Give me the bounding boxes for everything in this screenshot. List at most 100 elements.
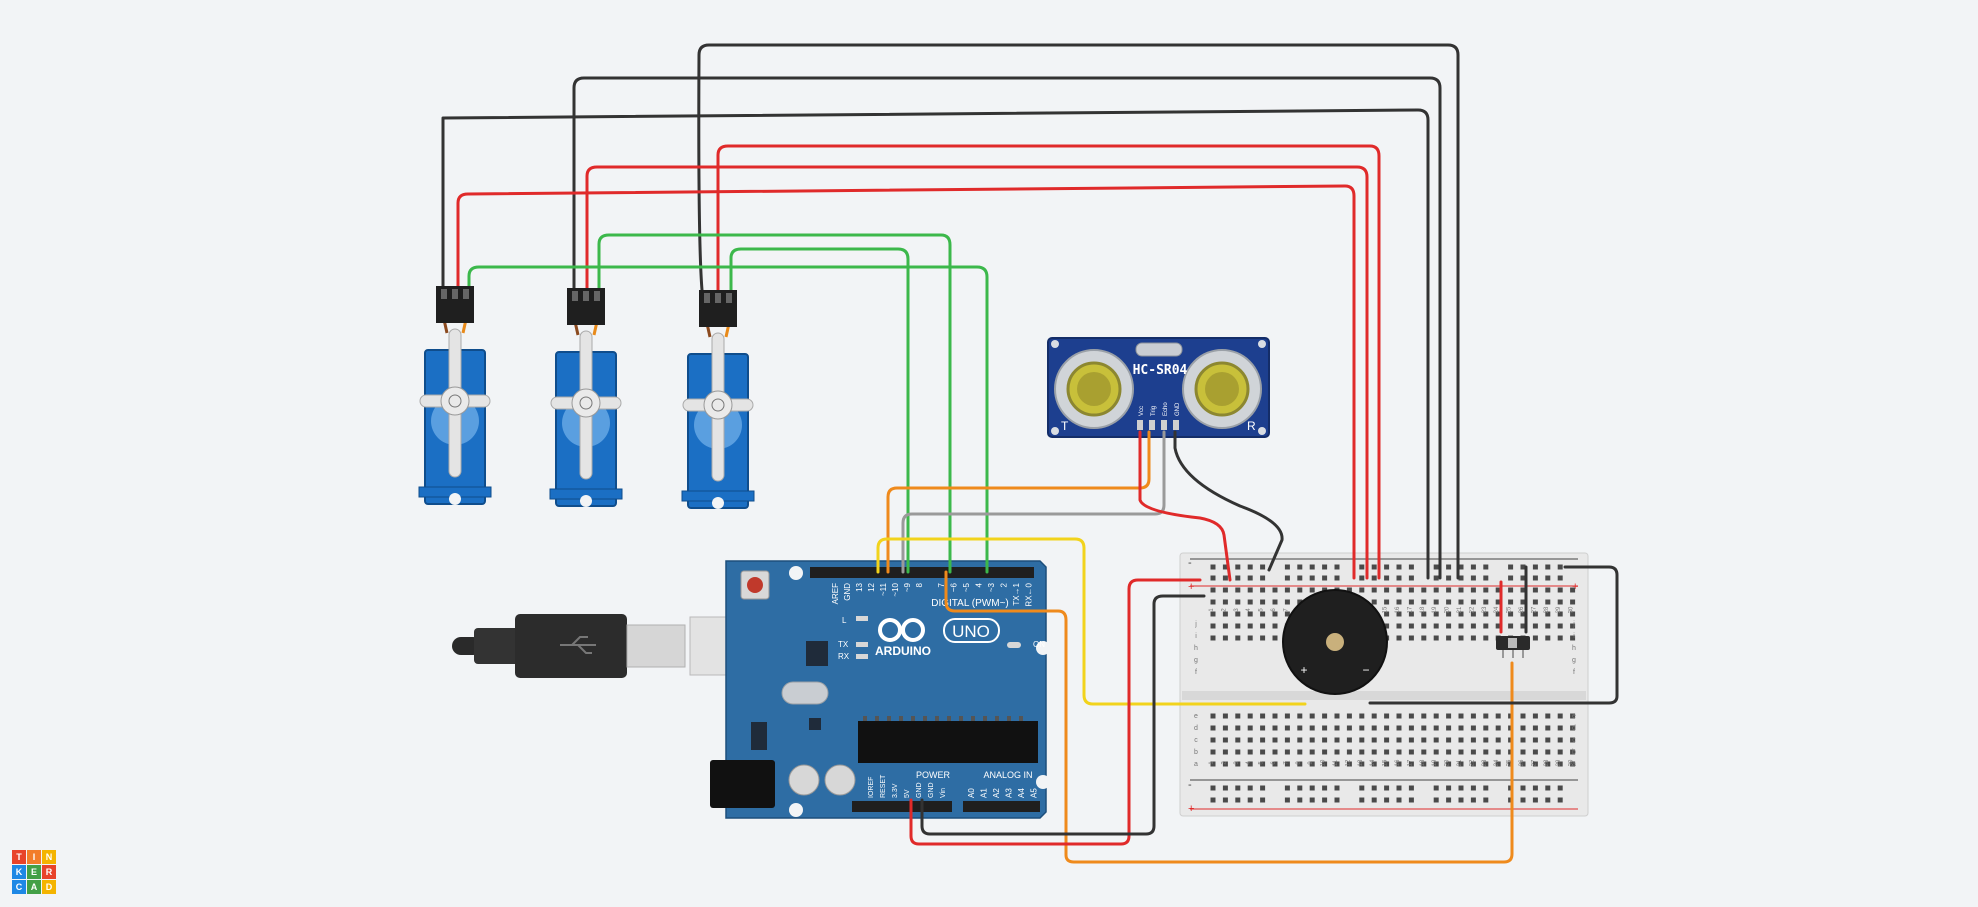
sensor-r-mark: R xyxy=(1247,419,1256,433)
buzzer-minus: − xyxy=(1362,663,1369,677)
column-label: 21 xyxy=(1457,759,1463,766)
piezo-buzzer[interactable]: + − xyxy=(1282,589,1388,695)
column-label: 26 xyxy=(1519,606,1525,613)
row-label: j xyxy=(1572,621,1575,628)
column-label: 18 xyxy=(1420,606,1426,613)
column-label: 7 xyxy=(1283,761,1289,765)
usb-cable[interactable] xyxy=(452,614,773,678)
row-label: b xyxy=(1194,749,1198,756)
switch-handle[interactable] xyxy=(1508,638,1517,648)
row-label: c xyxy=(1194,737,1198,744)
column-label: 5 xyxy=(1259,608,1265,612)
digital-pin-label: ~3 xyxy=(987,582,996,592)
on-label: ON xyxy=(1033,640,1045,649)
power-pin-label: Vin xyxy=(940,788,947,798)
column-label: 19 xyxy=(1432,606,1438,613)
row-label: h xyxy=(1194,645,1198,652)
usb-icon xyxy=(560,636,596,654)
digital-pin-label: 13 xyxy=(855,582,864,591)
breadboard-holes[interactable] xyxy=(1210,564,1576,803)
column-label: 27 xyxy=(1531,606,1537,613)
column-label: 16 xyxy=(1395,606,1401,613)
digital-pin-label: ~6 xyxy=(950,582,959,592)
column-label: 3 xyxy=(1234,608,1240,612)
logo-letter: K xyxy=(12,865,26,879)
column-label: 13 xyxy=(1358,759,1364,766)
servo-connectors xyxy=(436,286,737,327)
row-label: d xyxy=(1194,725,1198,732)
power-pin-label: RESET xyxy=(880,774,887,798)
servo-motor[interactable] xyxy=(681,318,755,509)
analog-label: ANALOG IN xyxy=(983,770,1032,780)
column-label: 6 xyxy=(1271,608,1277,612)
logo-letter: C xyxy=(12,880,26,894)
wires[interactable] xyxy=(441,43,1619,864)
breadboard[interactable]: + + - - + 112233445566778899101011111212… xyxy=(1179,552,1589,817)
column-label: 24 xyxy=(1494,759,1500,766)
row-label: b xyxy=(1572,749,1576,756)
servos xyxy=(418,314,755,509)
column-label: 9 xyxy=(1308,761,1314,765)
digital-pin-label: 2 xyxy=(1000,582,1009,587)
logo-letter: A xyxy=(27,880,41,894)
column-label: 11 xyxy=(1333,759,1339,766)
row-label: i xyxy=(1195,633,1197,640)
row-label: e xyxy=(1194,713,1198,720)
logo-letter: T xyxy=(12,850,26,864)
buzzer-plus: + xyxy=(1300,663,1307,677)
column-label: 29 xyxy=(1556,759,1562,766)
digital-pin-label: TX→1 xyxy=(1012,582,1021,605)
row-label: g xyxy=(1572,657,1576,664)
digital-pin-label: RX←0 xyxy=(1025,582,1034,606)
column-label: 8 xyxy=(1296,761,1302,765)
row-label: g xyxy=(1194,657,1198,664)
analog-pin-label: A1 xyxy=(980,788,989,798)
row-label: a xyxy=(1572,761,1576,768)
column-label: 17 xyxy=(1407,606,1413,613)
analog-pin-label: A3 xyxy=(1005,788,1014,798)
digital-header[interactable] xyxy=(810,567,1034,578)
column-label: 1 xyxy=(1209,761,1215,765)
digital-label: DIGITAL (PWM~) xyxy=(931,598,1009,609)
rail-minus-left: - xyxy=(1188,557,1192,569)
rail-minus-bottom: - xyxy=(1188,779,1192,791)
column-label: 10 xyxy=(1321,759,1327,766)
row-label: e xyxy=(1572,713,1576,720)
slide-switch[interactable] xyxy=(1496,636,1530,658)
reset-button[interactable] xyxy=(747,577,763,593)
row-label: j xyxy=(1194,621,1197,628)
rx-led-label: RX xyxy=(838,652,850,661)
digital-pin-label: GND xyxy=(843,583,852,601)
analog-header[interactable] xyxy=(963,801,1040,812)
power-label: POWER xyxy=(916,770,951,780)
rail-plus-left: + xyxy=(1188,581,1194,593)
column-label: 22 xyxy=(1469,759,1475,766)
servo-motor[interactable] xyxy=(549,316,623,507)
digital-pin-label: AREF xyxy=(831,583,840,604)
digital-pin-label: ~11 xyxy=(879,582,888,596)
column-label: 29 xyxy=(1556,606,1562,613)
row-label: h xyxy=(1572,645,1576,652)
column-label: 23 xyxy=(1482,606,1488,613)
power-pin-label: 5V xyxy=(904,789,911,798)
column-label: 2 xyxy=(1221,761,1227,765)
column-label: 15 xyxy=(1383,606,1389,613)
column-label: 17 xyxy=(1407,759,1413,766)
servo-motor[interactable] xyxy=(418,314,492,505)
column-label: 16 xyxy=(1395,759,1401,766)
digital-pin-label: ~9 xyxy=(903,582,912,592)
analog-pin-label: A0 xyxy=(967,788,976,798)
column-label: 21 xyxy=(1457,606,1463,613)
arduino-uno-board[interactable]: UNO ARDUINO ON L TX RX DIGITAL (PWM~) PO… xyxy=(710,560,1050,819)
row-label: c xyxy=(1572,737,1576,744)
rail-plus-bottom: + xyxy=(1188,803,1194,815)
power-header[interactable] xyxy=(852,801,952,812)
tx-led-label: TX xyxy=(838,640,849,649)
column-label: 7 xyxy=(1283,608,1289,612)
